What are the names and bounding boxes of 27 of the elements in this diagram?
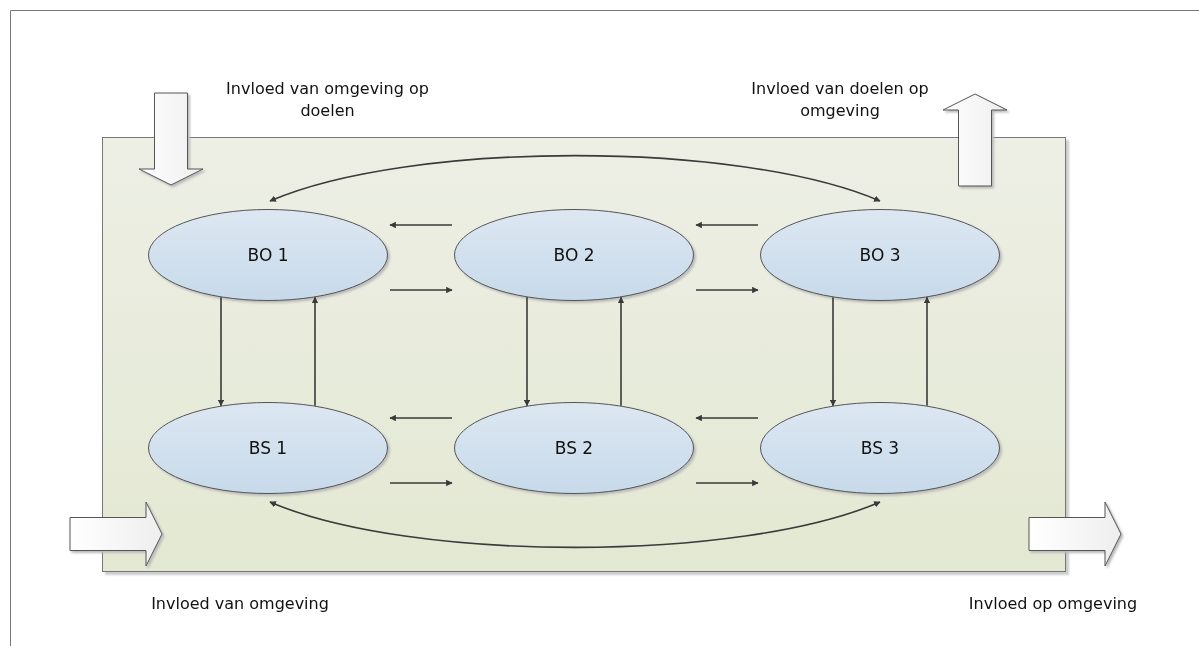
arrow [389,221,453,229]
node-label: BS 2 [554,438,594,458]
node-label: BO 3 [859,245,901,265]
curved-arrow [269,500,881,549]
node-label: BS 1 [248,438,288,458]
arrow [617,296,625,407]
arrow [695,414,759,422]
annotation-text: Invloed van omgeving op doelen [225,78,430,122]
node-label: BS 3 [860,438,900,458]
node-label: BO 1 [247,245,289,265]
curved-arrow [269,154,881,203]
arrow [695,286,759,294]
arrow [311,296,319,407]
annotation-text: Invloed op omgeving [967,593,1139,615]
node-label: BO 2 [553,245,595,265]
arrow [829,296,837,407]
arrow [389,479,453,487]
arrow [923,296,931,407]
arrow [523,296,531,407]
arrow [389,286,453,294]
arrow [695,479,759,487]
annotation-text: Invloed van omgeving [150,593,330,615]
annotation-text: Invloed van doelen op omgeving [750,78,930,122]
arrow [389,414,453,422]
arrow [695,221,759,229]
arrow [217,296,225,407]
system-panel [102,137,1066,572]
